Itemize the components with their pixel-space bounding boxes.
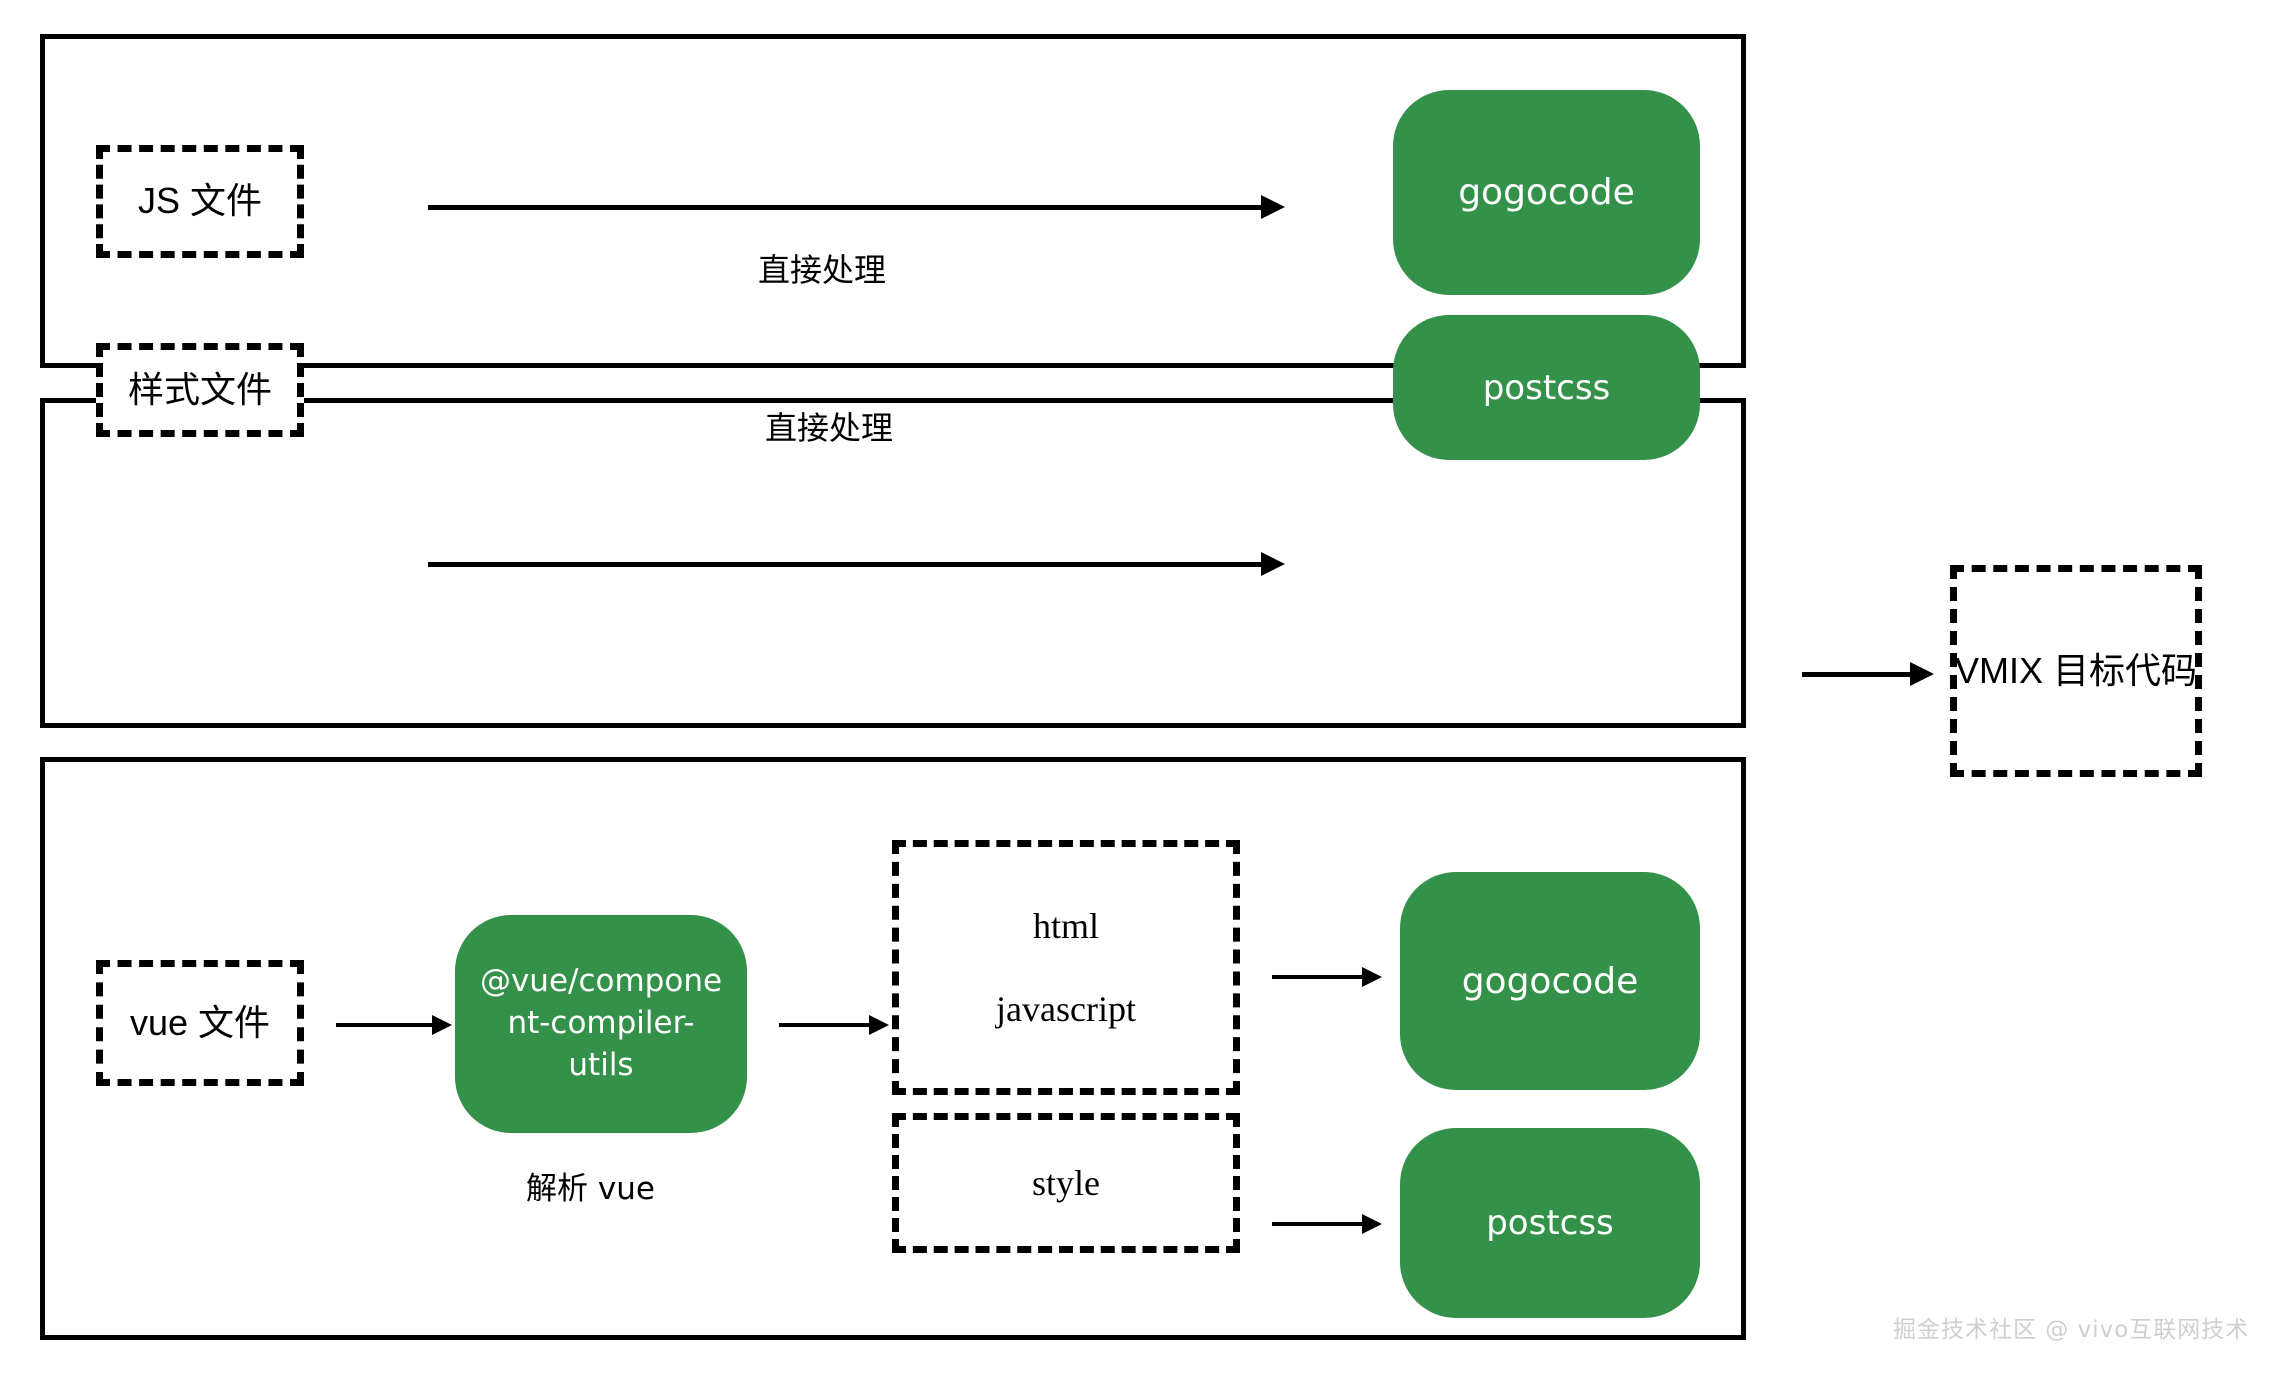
node-vue-file[interactable]: vue 文件 [96, 960, 304, 1086]
compiler-label-line-3: utils [568, 1046, 634, 1083]
node-vmix-target-code-label: VMIX 目标代码 [1954, 649, 2198, 691]
node-vue-file-label: vue 文件 [129, 1001, 271, 1043]
node-style-file[interactable]: 样式文件 [96, 343, 304, 437]
node-vue-component-compiler-utils[interactable]: @vue/compone nt-compiler- utils [455, 915, 747, 1133]
node-gogocode-vue-label: gogocode [1461, 960, 1639, 1002]
node-style-artifact[interactable]: style [892, 1113, 1240, 1253]
watermark: 掘金技术社区 @ vivo互联网技术 [1893, 1317, 2250, 1343]
compiler-caption: 解析 vue [526, 1171, 655, 1207]
node-postcss-style[interactable]: postcss [1393, 315, 1700, 460]
node-gogocode-js[interactable]: gogocode [1393, 90, 1700, 295]
node-gogocode-vue[interactable]: gogocode [1400, 872, 1700, 1090]
artifact-html-label: html [1032, 906, 1099, 947]
compiler-label-line-1: @vue/compone [479, 963, 723, 1000]
node-html-javascript-artifact[interactable]: html javascript [892, 840, 1240, 1095]
node-style-file-label: 样式文件 [127, 368, 272, 410]
node-gogocode-js-label: gogocode [1458, 172, 1635, 213]
node-postcss-style-label: postcss [1482, 367, 1611, 408]
compiler-label-line-2: nt-compiler- [507, 1005, 695, 1042]
artifact-javascript-label: javascript [996, 988, 1136, 1029]
edge-label-js-direct: 直接处理 [758, 251, 887, 289]
node-js-file-label: JS 文件 [137, 180, 262, 222]
artifact-style-label: style [1032, 1162, 1100, 1203]
node-vmix-target-code[interactable]: VMIX 目标代码 [1950, 565, 2202, 777]
node-postcss-vue[interactable]: postcss [1400, 1128, 1700, 1318]
edge-label-style-direct: 直接处理 [765, 409, 894, 447]
node-js-file[interactable]: JS 文件 [96, 145, 304, 258]
node-postcss-vue-label: postcss [1486, 1203, 1614, 1243]
